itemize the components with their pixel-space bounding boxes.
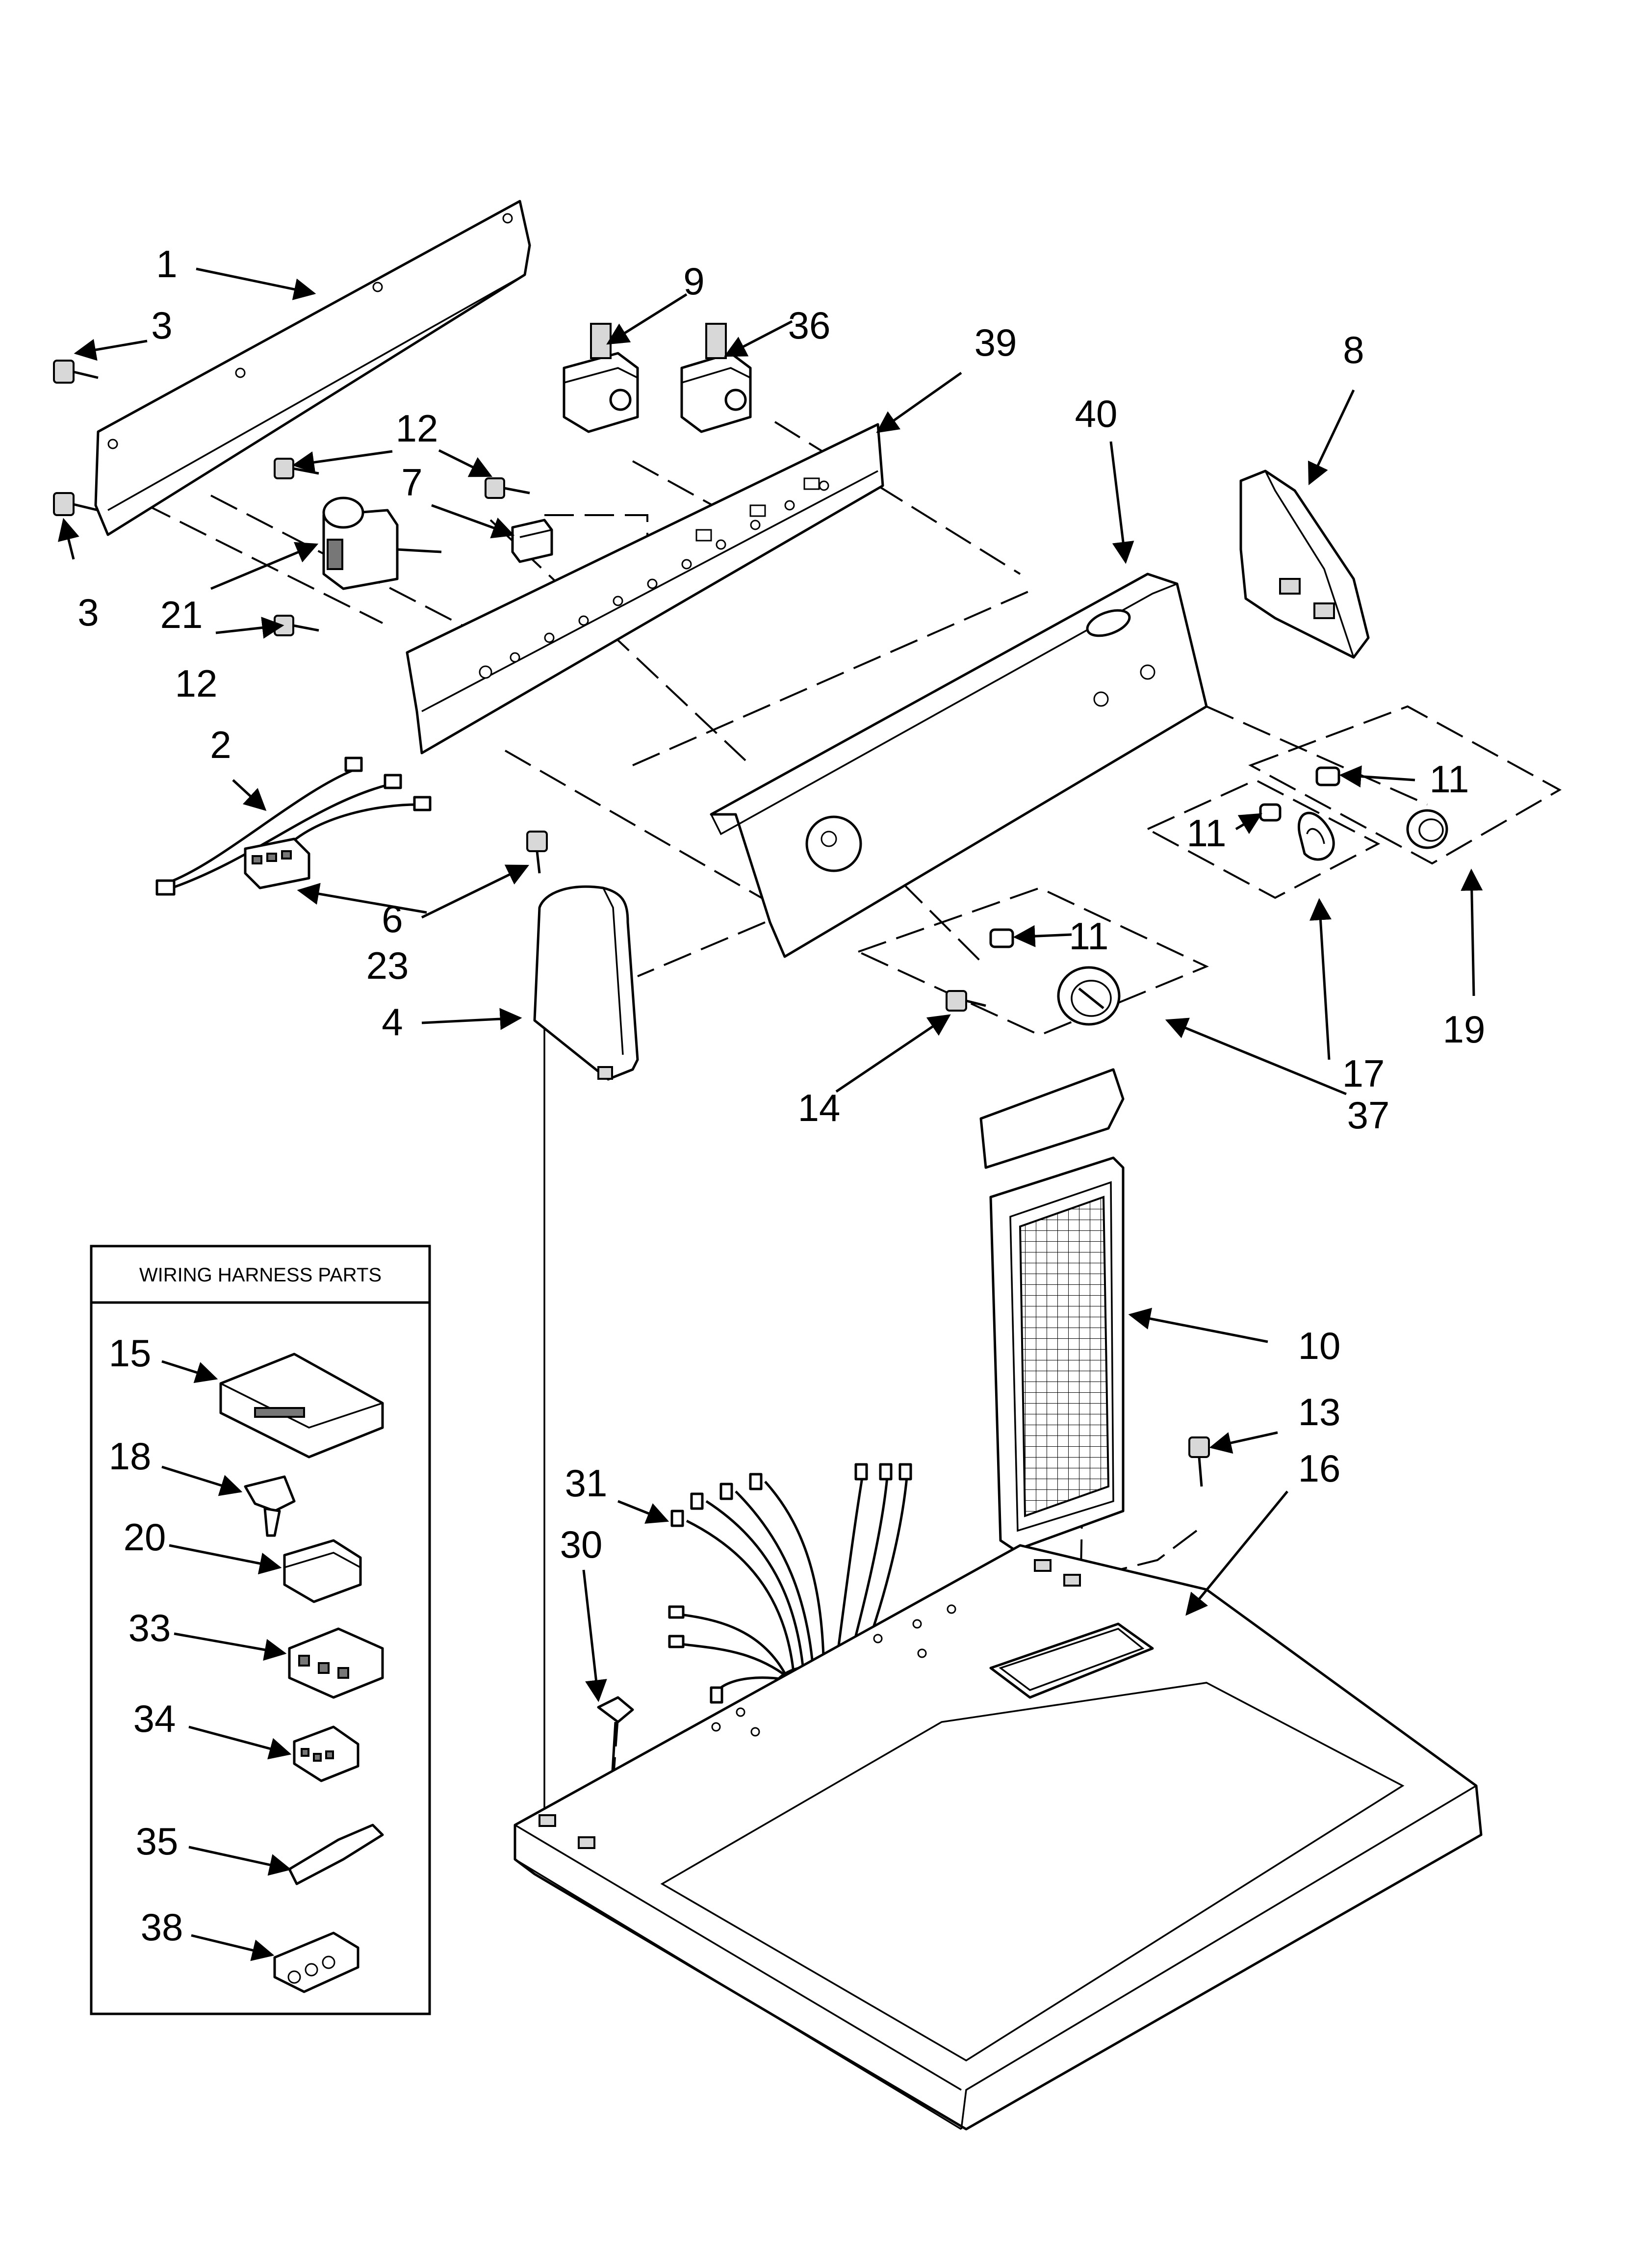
label-part-13: 13 [1298,1390,1341,1434]
label-part-38: 38 [141,1905,183,1949]
label-part-11-lower: 11 [1069,914,1109,958]
connector-part-34 [293,1725,359,1782]
label-part-17: 17 [1342,1052,1385,1095]
screw-part-3-bottom [53,492,99,516]
connector-part-20 [283,1539,362,1603]
label-part-1: 1 [156,242,177,286]
label-part-7: 7 [401,461,422,504]
screw-part-6 [526,831,548,874]
label-part-31: 31 [565,1461,608,1505]
label-part-11-right: 11 [1430,757,1469,801]
knob-part-37 [1057,966,1121,1026]
label-part-36: 36 [788,304,831,347]
switch-part-36 [680,323,752,433]
end-cap-part-4 [533,885,639,1081]
bracket-holes [479,477,829,679]
label-part-12-lower: 12 [175,662,218,705]
end-cap-part-8 [1239,469,1370,659]
label-part-8: 8 [1343,328,1364,371]
switch-part-9 [563,323,639,433]
label-part-33: 33 [128,1606,171,1649]
label-part-37: 37 [1347,1094,1390,1137]
label-part-11-middle: 11 [1187,811,1227,855]
label-part-14: 14 [798,1086,841,1129]
spacer-part-11-middle [1259,803,1282,822]
connector-part-33 [288,1627,384,1699]
connector-part-15 [219,1353,384,1459]
label-part-18: 18 [109,1434,152,1478]
label-part-39: 39 [975,321,1017,364]
control-bracket-part-39 [406,423,884,755]
rear-panel-part-1 [94,200,531,536]
lint-screen-part-10 [979,1068,1125,1552]
screw-part-13 [1188,1436,1210,1487]
wire-harness-part-2 [155,756,432,896]
label-part-10: 10 [1298,1324,1341,1367]
label-part-3-bottom: 3 [77,591,99,634]
label-part-35: 35 [136,1820,179,1863]
label-part-12-upper: 12 [396,407,438,450]
label-part-6: 6 [382,897,403,940]
label-part-23: 23 [366,944,409,987]
screw-part-3-top [53,360,99,384]
label-part-19: 19 [1443,1008,1486,1051]
label-part-20: 20 [124,1515,166,1559]
label-part-30: 30 [560,1523,603,1566]
timer-part-21 [322,496,442,590]
screw-part-12-right [485,477,530,499]
label-part-34: 34 [133,1697,176,1740]
clip-part-18 [244,1475,296,1537]
wiring-harness-parts-box: WIRING HARNESS PARTS [90,1245,431,2015]
top-panel-part-16 [513,1544,1483,2131]
connector-part-38 [273,1931,359,1993]
terminal-part-35 [288,1824,384,1885]
screw-part-14 [946,990,986,1012]
spacer-part-11-right [1315,766,1340,786]
label-part-3-top: 3 [151,304,172,347]
label-part-16: 16 [1298,1447,1341,1490]
callout-labels: 1 3 3 12 7 21 12 2 23 6 4 9 36 39 40 8 1… [77,242,1485,1949]
spacer-part-11-lower [989,928,1014,948]
label-part-40: 40 [1075,392,1118,435]
leader-arrows [57,267,1483,1961]
label-part-9: 9 [683,260,704,303]
switch-part-7 [511,519,553,563]
knob-part-17 [1298,811,1335,861]
console-part-40 [710,573,1208,958]
label-part-2: 2 [210,723,231,766]
wiring-harness-parts-title: WIRING HARNESS PARTS [139,1264,382,1286]
knob-part-19 [1406,809,1448,849]
label-part-21: 21 [160,593,203,636]
label-part-4: 4 [382,1000,403,1043]
label-part-15: 15 [109,1331,152,1375]
